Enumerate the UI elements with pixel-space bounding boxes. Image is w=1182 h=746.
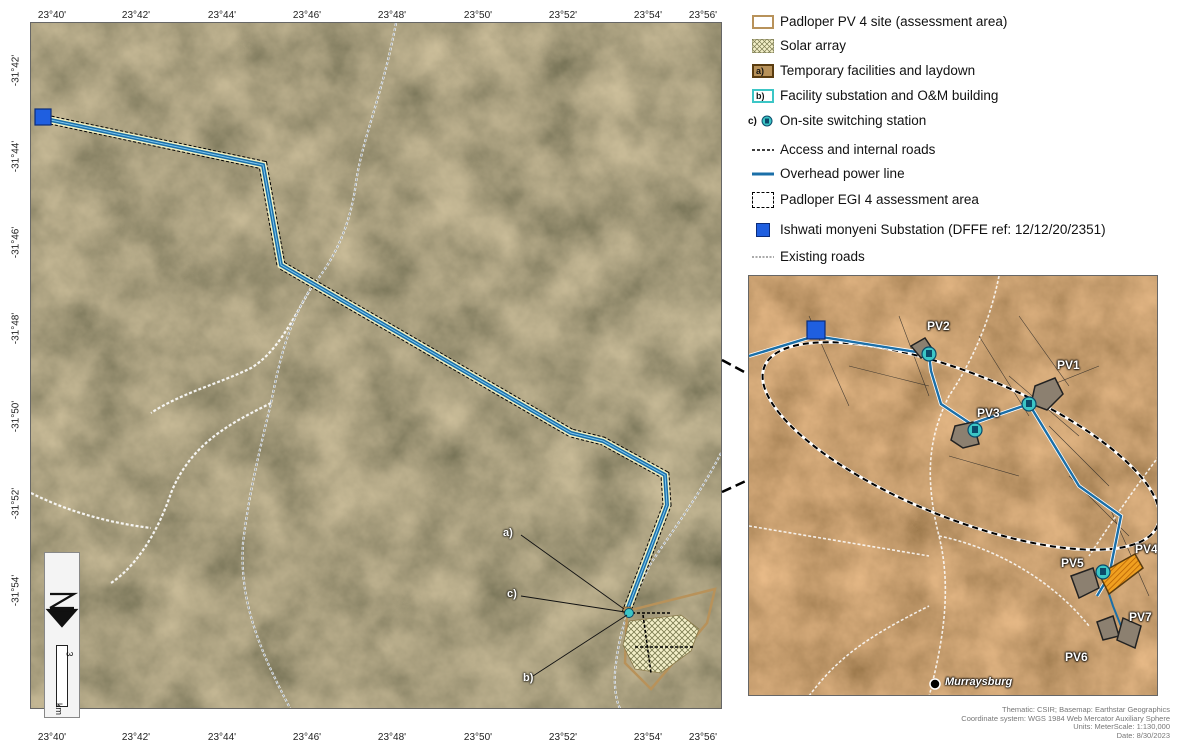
legend-item-access-roads: Access and internal roads: [752, 140, 935, 160]
label-town: Murraysburg: [945, 676, 1013, 688]
legend-label: Existing roads: [780, 249, 865, 264]
lon-tick-label: 23°56': [688, 732, 718, 743]
lon-tick-label: 23°56': [688, 10, 718, 21]
label-pv6: PV6: [1065, 650, 1088, 664]
lon-tick-label: 23°46': [292, 732, 322, 743]
lon-tick-label: 23°40': [37, 10, 67, 21]
legend-item-existing-roads: Existing roads: [752, 247, 865, 267]
legend-label: Temporary facilities and laydown: [780, 63, 976, 78]
legend-item-power-line: Overhead power line: [752, 164, 905, 184]
legend-label: Overhead power line: [780, 166, 905, 181]
lat-tick-label: -31°50': [10, 400, 22, 433]
legend-label: On-site switching station: [779, 113, 927, 128]
credit-line: Thematic: CSIR; Basemap: Earthstar Geogr…: [1002, 705, 1170, 714]
lon-tick-label: 23°42': [121, 732, 151, 743]
lon-tick-label: 23°52': [548, 732, 578, 743]
satellite-basemap: [31, 23, 721, 708]
legend-item-switching: c) On-site switching station: [748, 111, 926, 131]
pv4-site[interactable]: [622, 587, 717, 691]
switching-prefix: c): [748, 115, 757, 127]
label-pv2: PV2: [927, 319, 950, 333]
legend-label: Access and internal roads: [780, 142, 936, 157]
lon-tick-label: 23°42': [121, 10, 151, 21]
inset-map-svg: [749, 276, 1157, 695]
ishwati-substation-marker[interactable]: [34, 108, 52, 126]
main-map-svg: [31, 23, 721, 708]
scale-value: 3: [64, 651, 75, 657]
label-pv5: PV5: [1061, 556, 1084, 570]
inset-map-frame[interactable]: PV2 PV1 PV3 PV4 PV5 PV7 PV6 Murraysburg: [748, 275, 1158, 696]
lon-tick-label: 23°54': [633, 732, 663, 743]
legend-label: Ishwati monyeni Substation (DFFE ref: 12…: [780, 222, 1106, 237]
lon-tick-label: 23°46': [292, 10, 322, 21]
lon-tick-label: 23°44': [207, 732, 237, 743]
callout-lines: [520, 534, 628, 677]
power-line-swatch: [752, 167, 774, 181]
pv4-site-hatched: [1098, 552, 1144, 596]
temporary-swatch: a): [752, 64, 774, 78]
solar-array-swatch: [751, 38, 775, 54]
legend-item-substation: b) Facility substation and O&M building: [752, 86, 998, 106]
lat-tick-label: -31°46': [10, 226, 22, 259]
legend-label: Solar array: [780, 38, 847, 53]
legend-item-egi-area: Padloper EGI 4 assessment area: [752, 190, 979, 210]
substation-swatch: b): [752, 89, 774, 103]
existing-roads-swatch: [752, 250, 774, 264]
lon-tick-label: 23°48': [377, 10, 407, 21]
legend-item-temporary: a) Temporary facilities and laydown: [752, 61, 975, 81]
lon-tick-label: 23°54': [633, 10, 663, 21]
pv4-site-swatch: [752, 15, 774, 29]
legend-item-ishwati: Ishwati monyeni Substation (DFFE ref: 12…: [752, 220, 1106, 240]
pv5-site: [1070, 567, 1100, 600]
scale-unit: km: [54, 703, 64, 715]
inset-existing-roads: [749, 276, 1157, 695]
legend-item-pv4-site: Padloper PV 4 site (assessment area): [752, 12, 1007, 32]
lon-tick-label: 23°50': [463, 732, 493, 743]
egi-area-swatch: [752, 192, 774, 208]
ishwati-swatch: [756, 223, 770, 237]
label-pv7: PV7: [1129, 610, 1152, 624]
lat-tick-label: -31°54': [10, 574, 22, 607]
callout-label-c: c): [507, 588, 517, 600]
lon-tick-label: 23°50': [463, 10, 493, 21]
lat-tick-label: -31°48': [10, 312, 22, 345]
north-arrow-icon: [45, 592, 79, 628]
inset-connector-lines: [721, 358, 749, 494]
legend-label: Padloper PV 4 site (assessment area): [780, 14, 1008, 29]
lon-tick-label: 23°40': [37, 732, 67, 743]
scale-bar-graphic: [56, 645, 68, 707]
access-roads-swatch: [752, 143, 774, 157]
legend-label: Padloper EGI 4 assessment area: [780, 192, 979, 207]
credit-line: Units: MeterScale: 1:130,000: [1073, 722, 1170, 732]
lon-tick-label: 23°52': [548, 10, 578, 21]
credit-line: Date: 8/30/2023: [1116, 730, 1170, 740]
town-marker: [929, 678, 941, 690]
north-arrow-scale-panel: 3 km: [44, 552, 80, 718]
switching-station-icon: [760, 114, 774, 128]
credit-line: Coordinate system: WGS 1984 Web Mercator…: [961, 713, 1170, 723]
lon-tick-label: 23°48': [377, 732, 407, 743]
lat-tick-label: -31°52': [10, 487, 22, 520]
label-pv3: PV3: [977, 406, 1000, 420]
label-pv1: PV1: [1057, 358, 1080, 372]
callout-label-a: a): [503, 527, 513, 539]
main-map-frame[interactable]: a) c) b): [30, 22, 722, 709]
legend-label: Facility substation and O&M building: [780, 88, 999, 103]
lon-tick-label: 23°44': [207, 10, 237, 21]
label-pv4: PV4: [1135, 542, 1158, 556]
pv7-site: [1116, 616, 1142, 650]
solar-array: [622, 614, 700, 674]
power-line-corridor: [40, 113, 672, 615]
callout-label-b: b): [523, 672, 534, 684]
map-credits: Thematic: CSIR; Basemap: Earthstar Geogr…: [961, 705, 1170, 740]
legend-item-solar-array: Solar array: [751, 36, 847, 56]
lat-tick-label: -31°44': [10, 140, 22, 173]
lat-tick-label: -31°42': [10, 54, 22, 87]
inset-ishwati-substation[interactable]: [806, 320, 826, 340]
